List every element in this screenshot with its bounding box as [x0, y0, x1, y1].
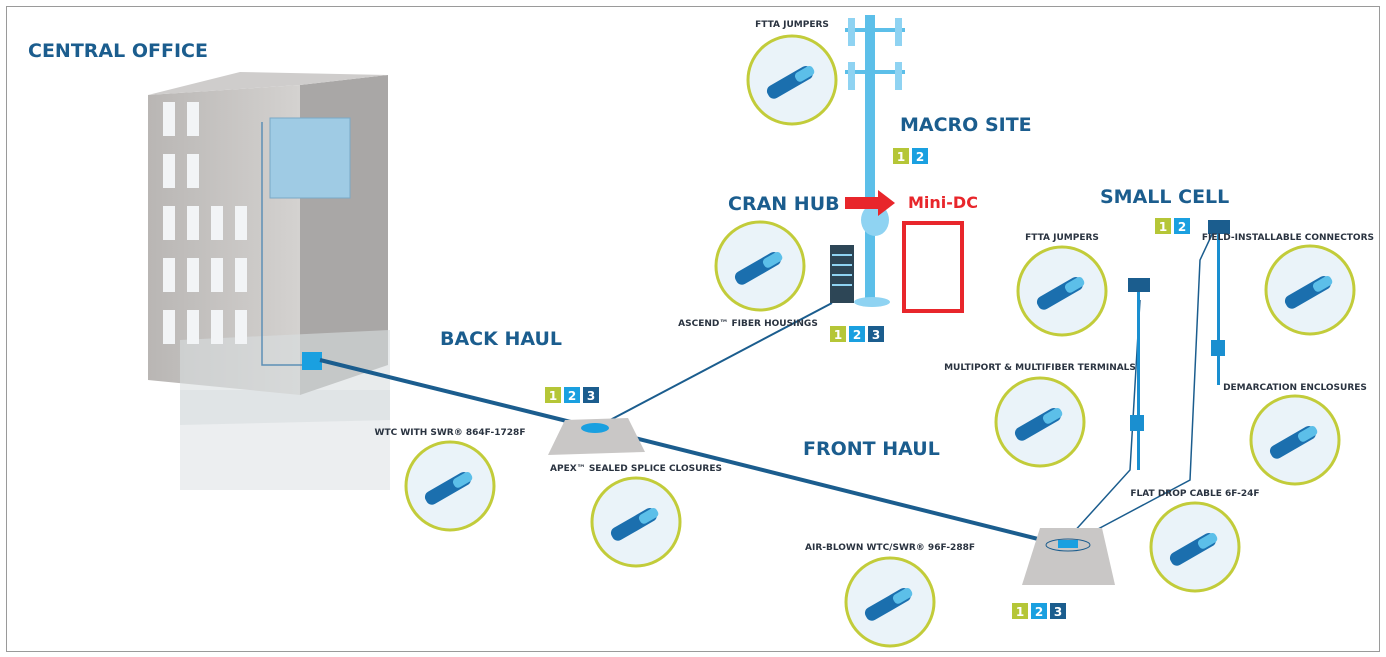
callout-ftta-jumpers-macro: FTTA JUMPERS	[746, 20, 838, 126]
badge-number: 1	[1159, 220, 1167, 234]
callout-label: FIELD-INSTALLABLE CONNECTORS	[1202, 233, 1374, 243]
small-cell-label: SMALL CELL	[1100, 186, 1229, 208]
badge-number: 3	[587, 389, 595, 403]
macro-site-label: MACRO SITE	[900, 114, 1032, 136]
callout-apex-splice-closures: APEX™ SEALED SPLICE CLOSURES	[550, 464, 722, 568]
badge-number: 1	[897, 150, 905, 164]
callout-label: WTC WITH SWR® 864F-1728F	[375, 428, 526, 438]
mini-dc-label: Mini-DC	[908, 193, 978, 212]
badge-1	[830, 326, 846, 342]
mini-dc-arrow	[845, 190, 895, 216]
callout-air-blown-wtc: AIR-BLOWN WTC/SWR® 96F-288F	[805, 543, 975, 648]
badge-2	[912, 148, 928, 164]
badge-3	[583, 387, 599, 403]
badge-number: 2	[916, 150, 924, 164]
enclosure-icon	[1269, 426, 1318, 459]
callout-multiport-terminals: MULTIPORT & MULTIFIBER TERMINALS	[944, 363, 1136, 468]
callout-label: ASCEND™ FIBER HOUSINGS	[678, 319, 818, 329]
callout-label: DEMARCATION ENCLOSURES	[1223, 383, 1367, 393]
badge-number: 3	[1054, 605, 1062, 619]
badge-2	[564, 387, 580, 403]
callout-wtc-swr: WTC WITH SWR® 864F-1728F	[375, 428, 526, 532]
badge-number: 1	[549, 389, 557, 403]
ftta-jumper-icon	[1036, 277, 1085, 310]
badge-3	[1050, 603, 1066, 619]
callout-label: FLAT DROP CABLE 6F-24F	[1130, 489, 1259, 499]
badge-number: 2	[1035, 605, 1043, 619]
callout-demarcation-enclosures: DEMARCATION ENCLOSURES	[1223, 383, 1367, 486]
splice-closure-icon	[610, 508, 659, 541]
mini-dc-highlight-box	[902, 221, 964, 313]
badge-number: 1	[1016, 605, 1024, 619]
callout-label: FTTA JUMPERS	[1025, 233, 1099, 243]
badge-3	[868, 326, 884, 342]
back-haul-label: BACK HAUL	[440, 328, 562, 350]
badge-1	[545, 387, 561, 403]
callout-ftta-jumpers-small-cell: FTTA JUMPERS	[1016, 233, 1108, 337]
ftta-jumper-icon	[766, 65, 815, 99]
central-office-building	[148, 72, 390, 490]
macro-site-tower	[830, 15, 905, 307]
callout-label: AIR-BLOWN WTC/SWR® 96F-288F	[805, 543, 975, 553]
badge-2	[1174, 218, 1190, 234]
badge-number: 2	[568, 389, 576, 403]
callout-label: MULTIPORT & MULTIFIBER TERMINALS	[944, 363, 1136, 373]
cran-hub-label: CRAN HUB	[728, 193, 840, 215]
front-haul-label: FRONT HAUL	[803, 438, 940, 460]
badge-number: 3	[872, 328, 880, 342]
terminal-icon	[1014, 407, 1063, 441]
callout-flat-drop-cable: FLAT DROP CABLE 6F-24F	[1130, 489, 1260, 593]
badge-2	[1031, 603, 1047, 619]
splice-closure-front-haul	[1022, 528, 1115, 585]
callout-label: APEX™ SEALED SPLICE CLOSURES	[550, 464, 722, 474]
callout-field-installable-connectors: FIELD-INSTALLABLE CONNECTORS	[1202, 233, 1374, 336]
splice-closure-back-haul	[548, 418, 645, 455]
small-cell-poles	[1128, 220, 1230, 470]
callout-ascend-fiber-housings: ASCEND™ FIBER HOUSINGS	[678, 220, 818, 329]
badge-1	[1155, 218, 1171, 234]
badge-number: 2	[1178, 220, 1186, 234]
diagram-frame	[6, 6, 1380, 652]
connector-icon	[1284, 275, 1333, 309]
callout-label: FTTA JUMPERS	[755, 20, 829, 30]
badge-1	[893, 148, 909, 164]
badge-number: 1	[834, 328, 842, 342]
cable-icon	[864, 587, 913, 621]
badge-2	[849, 326, 865, 342]
cable-icon	[424, 472, 473, 505]
flat-cable-icon	[1169, 532, 1218, 566]
badge-1	[1012, 603, 1028, 619]
badge-number: 2	[853, 328, 861, 342]
central-office-label: CENTRAL OFFICE	[28, 40, 208, 62]
fiber-housing-icon	[734, 251, 783, 285]
